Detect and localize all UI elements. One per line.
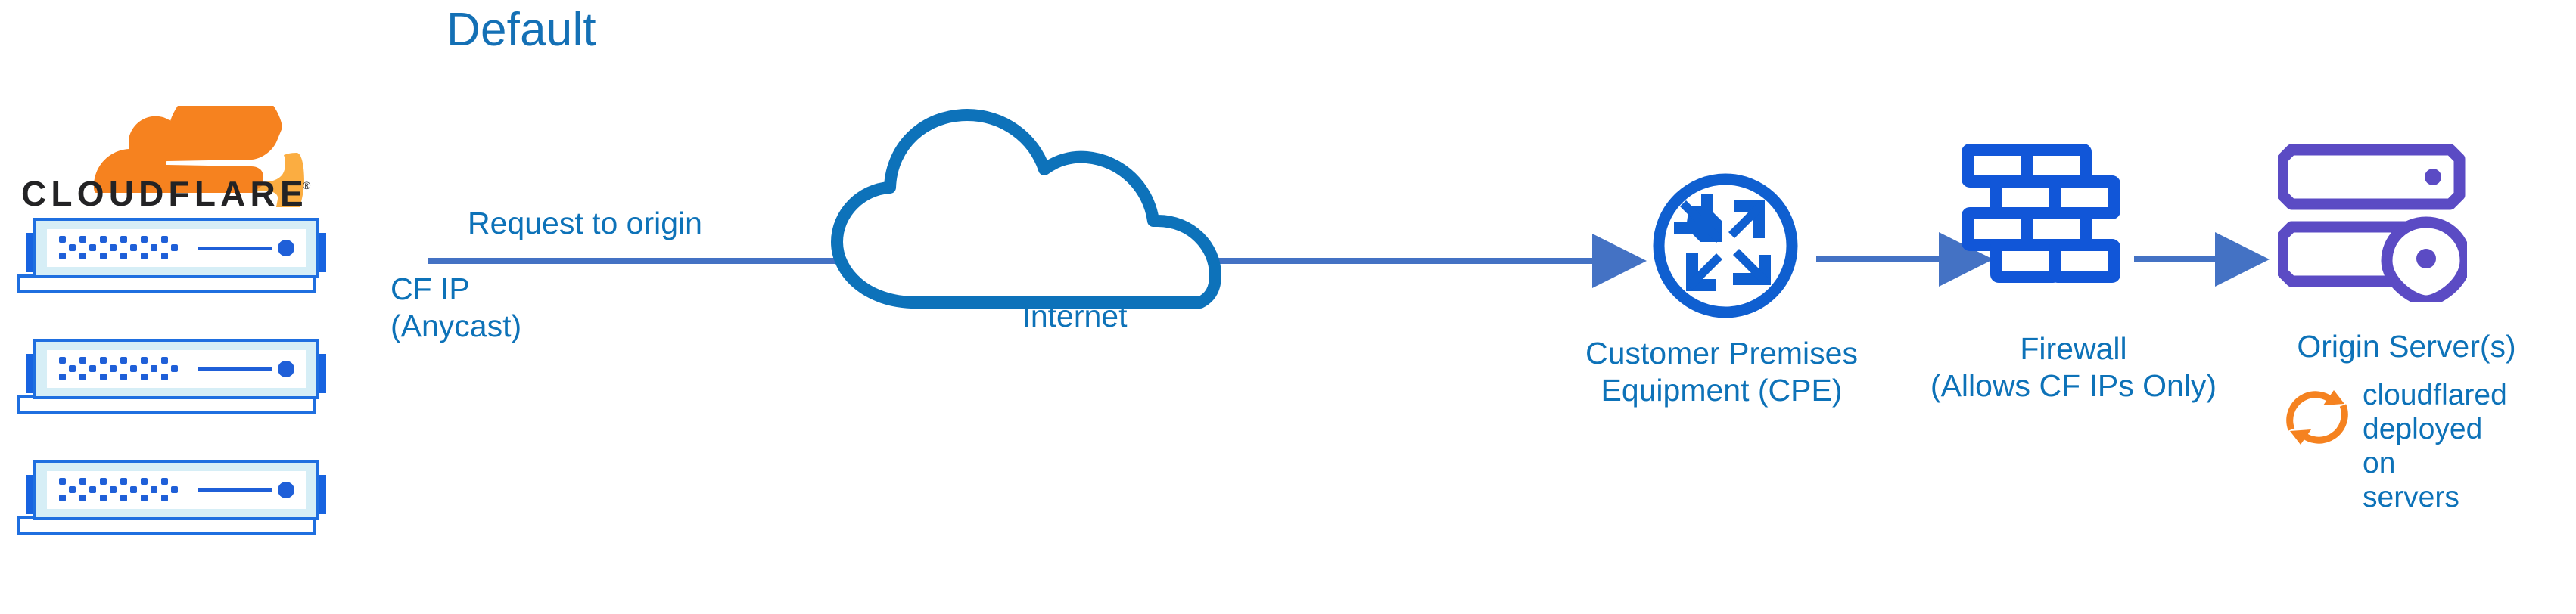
internet-label: Internet [1022, 299, 1128, 333]
cloudflared-deployed-label: cloudflared deployed on servers [2363, 379, 2507, 513]
router-circle-arrows-icon [1653, 173, 1798, 318]
page-title: Default [446, 4, 596, 56]
cpe-label: Customer Premises Equipment (CPE) [1585, 336, 1858, 408]
cloudflare-wordmark: CLOUDFLARE ® [21, 174, 324, 216]
cloud-icon [831, 109, 1221, 309]
rack-server-unit [14, 337, 339, 417]
server-rack-location-pin-icon [2278, 144, 2467, 302]
rack-server-unit [14, 458, 339, 538]
rack-server-unit [14, 216, 339, 296]
brick-wall-icon [1962, 144, 2120, 283]
cloudflare-cloud-logo-icon [23, 81, 341, 219]
firewall-label: Firewall (Allows CF IPs Only) [1930, 331, 2217, 403]
registered-mark: ® [303, 179, 311, 191]
request-to-origin-label: Request to origin [468, 206, 702, 240]
cf-ip-anycast-label: CF IP (Anycast) [390, 271, 522, 343]
origin-server-label: Origin Server(s) [2297, 329, 2516, 364]
refresh-circular-arrows-icon [2286, 390, 2348, 445]
cloudflare-wordmark-text: CLOUDFLARE [21, 174, 308, 213]
